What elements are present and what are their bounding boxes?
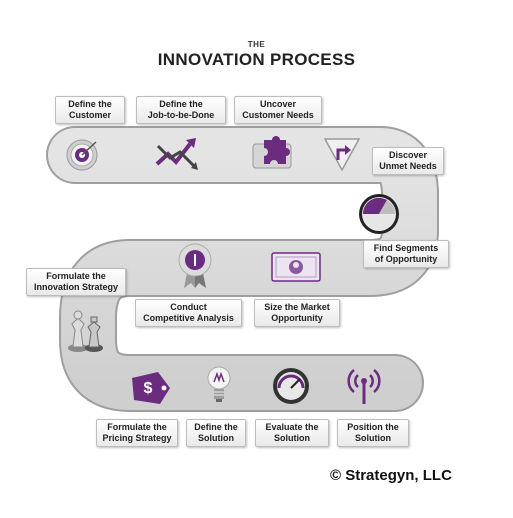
price-tag-icon: $ bbox=[132, 372, 170, 404]
arrow-chart-icon bbox=[155, 138, 198, 170]
step-label-line1: Size the Market bbox=[264, 302, 330, 312]
title-main: INNOVATION PROCESS bbox=[157, 50, 356, 69]
ribbon-icon bbox=[178, 243, 212, 288]
step-label-line1: Position the bbox=[347, 422, 399, 432]
step-label-line1: Define the bbox=[68, 99, 112, 109]
step-label-line1: Define the bbox=[194, 422, 238, 432]
chess-icon bbox=[68, 310, 103, 352]
step-label-line1: Conduct bbox=[170, 302, 207, 312]
step-label-line2: Solution bbox=[274, 433, 310, 443]
step-label-line2: Innovation Strategy bbox=[33, 282, 118, 292]
step-label-line1: Find Segments bbox=[373, 243, 439, 253]
step-label-line1: Formulate the bbox=[107, 422, 167, 432]
step-label-line2: Job-to-be-Done bbox=[147, 110, 215, 120]
svg-text:$: $ bbox=[144, 380, 153, 397]
copyright-notice: © Strategyn, LLC bbox=[330, 467, 452, 484]
step-label-line2: Opportunity bbox=[271, 313, 323, 323]
puzzle-icon bbox=[252, 136, 292, 169]
step-label-line2: Customer bbox=[68, 110, 111, 120]
step-label-line1: Discover bbox=[388, 150, 428, 160]
step-label-line2: Pricing Strategy bbox=[102, 433, 172, 443]
step-label-line2: of Opportunity bbox=[374, 254, 438, 264]
broadcast-icon bbox=[347, 369, 381, 404]
banknote-icon bbox=[271, 252, 321, 282]
pie-icon bbox=[359, 194, 399, 234]
step-label-line2: Unmet Needs bbox=[379, 161, 437, 171]
step-label-line1: Define the bbox=[159, 99, 203, 109]
diagram-title: THE INNOVATION PROCESS bbox=[0, 40, 513, 70]
gauge-icon bbox=[273, 368, 309, 404]
title-prefix: THE bbox=[247, 40, 266, 49]
step-label-line1: Formulate the bbox=[46, 271, 106, 281]
lightbulb-icon bbox=[207, 366, 231, 402]
target-icon bbox=[66, 139, 98, 171]
step-label-line2: Customer Needs bbox=[242, 110, 314, 120]
turn-sign-icon bbox=[323, 138, 361, 172]
step-label-line1: Evaluate the bbox=[265, 422, 319, 432]
step-label-line2: Solution bbox=[198, 433, 234, 443]
step-label-line2: Competitive Analysis bbox=[143, 313, 234, 323]
step-label-line1: Uncover bbox=[259, 99, 296, 109]
step-label-line2: Solution bbox=[355, 433, 391, 443]
